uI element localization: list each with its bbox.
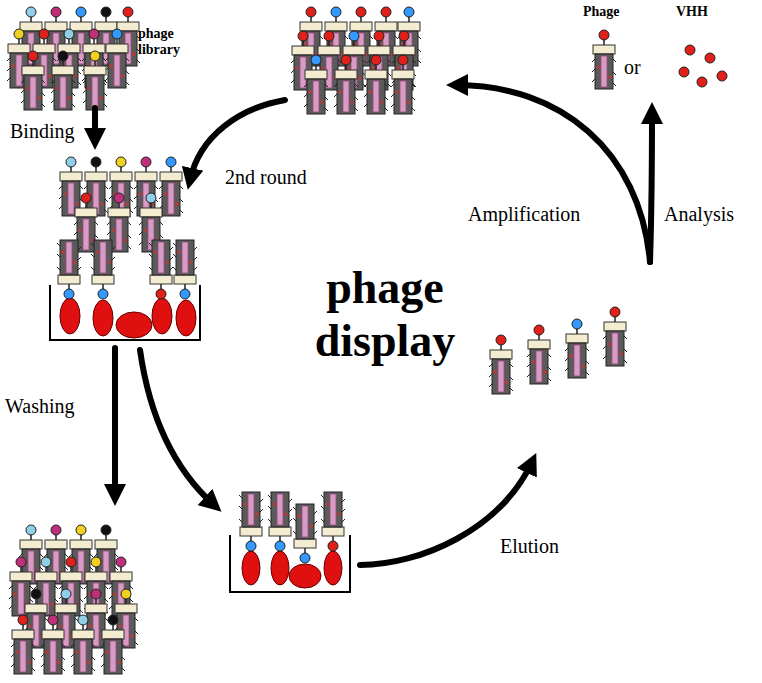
connector-word: or (624, 56, 641, 79)
binding-arrow (92, 108, 98, 140)
step-label: Binding (10, 120, 74, 143)
analysis-products (592, 30, 727, 89)
cycle-arrows (95, 85, 652, 565)
binding-well (50, 157, 200, 340)
step-label: Analysis (664, 203, 734, 226)
phage-library-cluster (7, 7, 140, 110)
library-label: phage library (138, 26, 202, 58)
amplified-phage-cluster (291, 7, 421, 114)
amplification-arrow (456, 85, 650, 262)
diagram-title: phage display (290, 262, 480, 368)
step-label: Washing (5, 395, 75, 418)
product-label: Phage (583, 4, 620, 20)
product-label: VHH (676, 4, 708, 20)
step-label: Amplification (468, 203, 580, 226)
washed-well (230, 492, 350, 592)
step-label: 2nd round (225, 166, 307, 189)
eluted-phage-cluster (489, 307, 627, 394)
washed-phage-cluster (9, 525, 138, 674)
step-label: Elution (500, 535, 559, 558)
washing-arrow (112, 348, 118, 496)
washing-curve-arrow (140, 350, 214, 505)
analysis-arrow (650, 112, 652, 262)
